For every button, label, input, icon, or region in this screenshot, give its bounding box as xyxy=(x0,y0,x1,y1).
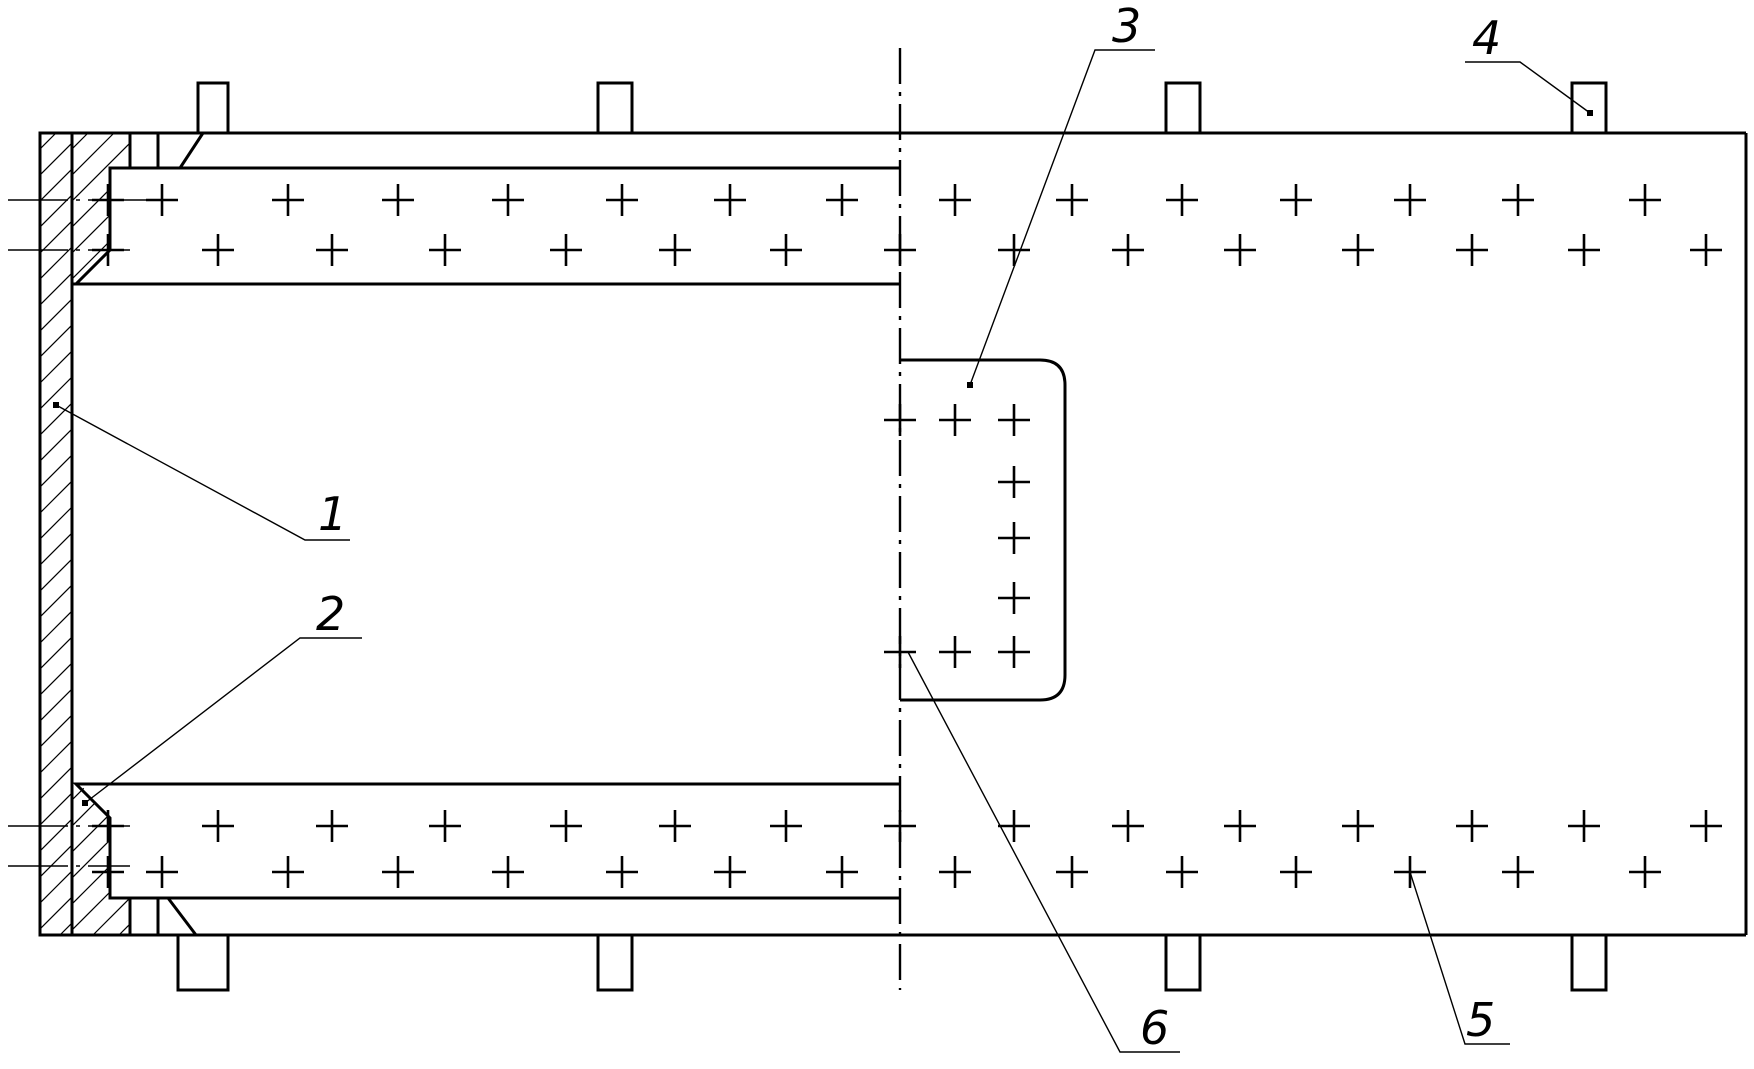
plus-marker xyxy=(92,184,124,216)
callout-4: 4 xyxy=(1472,11,1501,65)
plus-marker xyxy=(884,810,916,842)
plus-marker xyxy=(1690,810,1722,842)
plus-marker xyxy=(1166,184,1198,216)
plus-marker xyxy=(382,856,414,888)
leader-1 xyxy=(55,404,350,541)
callout-5: 5 xyxy=(1466,993,1495,1047)
plus-marker xyxy=(1502,856,1534,888)
plus-marker xyxy=(884,234,916,266)
body-outline xyxy=(72,131,1748,937)
plus-marker xyxy=(1456,810,1488,842)
leader-4 xyxy=(1465,61,1591,114)
plus-marker xyxy=(1690,234,1722,266)
plus-marker xyxy=(92,810,124,842)
leader-5 xyxy=(1409,871,1510,1045)
plus-marker xyxy=(272,856,304,888)
plus-marker xyxy=(939,184,971,216)
plus-marker xyxy=(550,810,582,842)
plus-marker xyxy=(492,856,524,888)
plus-marker xyxy=(1502,184,1534,216)
plus-marker xyxy=(1280,856,1312,888)
plus-marker xyxy=(1342,810,1374,842)
plus-marker xyxy=(316,234,348,266)
plus-marker xyxy=(826,184,858,216)
left-wall xyxy=(38,131,74,937)
plus-marker xyxy=(1394,184,1426,216)
plus-marker xyxy=(884,404,916,436)
plus-marker xyxy=(998,636,1030,668)
callout-3: 3 xyxy=(1112,0,1141,53)
plus-marker xyxy=(714,856,746,888)
plus-marker xyxy=(998,466,1030,498)
plus-marker xyxy=(1280,184,1312,216)
plus-marker xyxy=(1166,856,1198,888)
bottom-lugs xyxy=(176,935,1608,992)
plus-marker xyxy=(1456,234,1488,266)
leader-2 xyxy=(84,637,362,804)
plus-marker xyxy=(1112,810,1144,842)
plus-marker xyxy=(202,234,234,266)
bottom-channel xyxy=(72,782,900,936)
plus-marker xyxy=(714,184,746,216)
plus-marker xyxy=(92,856,124,888)
plus-marker xyxy=(1224,234,1256,266)
plus-marker xyxy=(998,404,1030,436)
top-lugs xyxy=(196,81,1608,133)
plus-marker xyxy=(1224,810,1256,842)
plus-marker xyxy=(770,810,802,842)
center-pocket xyxy=(900,358,1067,702)
plus-marker xyxy=(202,810,234,842)
plus-marker xyxy=(1568,810,1600,842)
plus-marker xyxy=(146,184,178,216)
plus-marker xyxy=(1056,184,1088,216)
plus-marker xyxy=(998,234,1030,266)
plus-marker xyxy=(429,810,461,842)
plus-marker xyxy=(606,184,638,216)
leader-6 xyxy=(907,651,1180,1053)
plus-marker xyxy=(550,234,582,266)
leader-lines xyxy=(53,49,1593,1053)
plus-marker xyxy=(382,184,414,216)
callout-2: 2 xyxy=(316,587,345,641)
plus-marker xyxy=(659,810,691,842)
plus-marker xyxy=(429,234,461,266)
plus-marker xyxy=(1056,856,1088,888)
plus-marker xyxy=(1629,184,1661,216)
plus-marker xyxy=(884,636,916,668)
plus-markers xyxy=(92,184,1722,888)
plus-marker xyxy=(939,404,971,436)
leader-3 xyxy=(969,49,1155,386)
top-channel xyxy=(72,132,900,286)
plus-marker xyxy=(998,522,1030,554)
plus-marker xyxy=(998,582,1030,614)
plus-marker xyxy=(92,234,124,266)
plus-marker xyxy=(606,856,638,888)
plus-marker xyxy=(1112,234,1144,266)
plus-marker xyxy=(1342,234,1374,266)
plus-marker xyxy=(492,184,524,216)
plus-marker xyxy=(998,810,1030,842)
callout-1: 1 xyxy=(318,487,347,541)
row-axis-lines xyxy=(8,199,150,867)
plus-marker xyxy=(146,856,178,888)
plus-marker xyxy=(1629,856,1661,888)
plus-marker xyxy=(659,234,691,266)
plus-marker xyxy=(272,184,304,216)
plus-marker xyxy=(1568,234,1600,266)
plus-marker xyxy=(939,636,971,668)
plus-marker xyxy=(316,810,348,842)
callout-6: 6 xyxy=(1140,1001,1169,1055)
plus-marker xyxy=(826,856,858,888)
plus-marker xyxy=(939,856,971,888)
plus-marker xyxy=(770,234,802,266)
